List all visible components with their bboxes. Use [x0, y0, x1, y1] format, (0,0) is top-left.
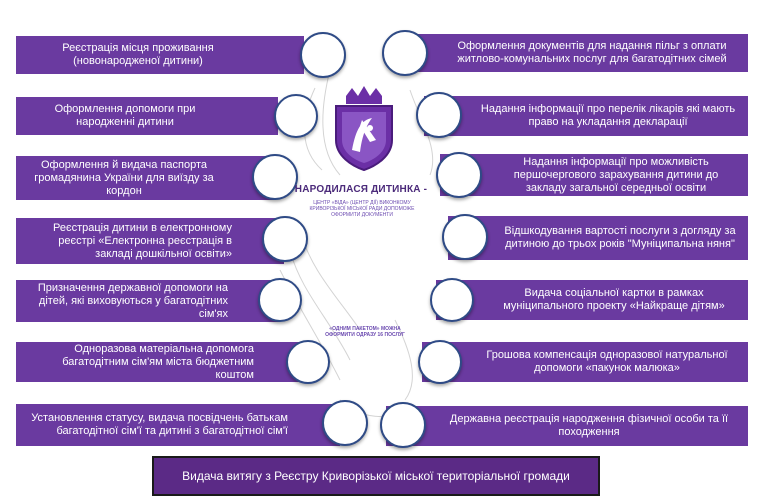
right-item-2-bullet — [416, 92, 462, 138]
right-item-5-text: Видача соціальної картки в рамках муніци… — [503, 287, 725, 312]
bottom-item-text: Видача витягу з Реєстру Криворізької міс… — [182, 469, 570, 483]
left-item-1-bullet — [300, 32, 346, 78]
center-subtitle: центр «ВіДа» (центр Дії) виконкому Криво… — [309, 200, 415, 218]
left-item-1-text: Реєстрація місця проживання (новонародже… — [62, 42, 214, 67]
right-item-4-text: Відшкодування вартості послуги з догляду… — [504, 225, 736, 250]
right-item-7-bullet — [380, 402, 426, 448]
right-item-7-text: Державна реєстрація народження фізичної … — [449, 413, 729, 438]
left-item-6-text: Одноразова матеріальна допомога багатоді… — [62, 342, 254, 381]
right-item-6-text: Грошова компенсація одноразової натураль… — [486, 349, 728, 374]
right-item-6-bullet — [418, 340, 462, 384]
right-item-1-text: Оформлення документів для надання пільг … — [457, 40, 727, 65]
right-item-1-bullet — [382, 30, 428, 76]
coat-of-arms-icon — [335, 86, 393, 172]
left-item-3: Оформлення й видача паспорта громадянина… — [16, 156, 276, 200]
right-item-2: Надання інформації про перелік лікарів я… — [424, 96, 748, 136]
center-footer: «Одним пакетом» можна оформити одразу 16… — [325, 326, 405, 338]
left-item-1: Реєстрація місця проживання (новонародже… — [16, 36, 304, 74]
right-item-3-text: Надання інформації про можливість першоч… — [513, 155, 719, 194]
left-item-3-text: Оформлення й видача паспорта громадянина… — [34, 158, 214, 197]
right-item-2-text: Надання інформації про перелік лікарів я… — [480, 103, 736, 128]
left-item-5-text: Призначення державної допомоги на дітей,… — [37, 281, 228, 320]
left-item-5-bullet — [258, 278, 302, 322]
right-item-4: Відшкодування вартості послуги з догляду… — [448, 216, 748, 260]
left-item-7-bullet — [322, 400, 368, 446]
center-title: НАРОДИЛАСЯ ДИТИНКА - — [294, 184, 428, 195]
left-item-4-bullet — [262, 216, 308, 262]
left-item-4-text: Реєстрація дитини в електронному реєстрі… — [53, 221, 232, 260]
left-item-7: Установлення статусу, видача посвідчень … — [16, 404, 340, 446]
left-item-4: Реєстрація дитини в електронному реєстрі… — [16, 218, 284, 264]
left-item-2-text: Оформлення допомоги при народженні дитин… — [54, 103, 196, 128]
left-item-2-bullet — [274, 94, 318, 138]
right-item-4-bullet — [442, 214, 488, 260]
left-item-2: Оформлення допомоги при народженні дитин… — [16, 97, 278, 135]
left-item-7-text: Установлення статусу, видача посвідчень … — [31, 412, 288, 437]
right-item-3-bullet — [436, 152, 482, 198]
left-item-5: Призначення державної допомоги на дітей,… — [16, 280, 280, 322]
left-item-6: Одноразова матеріальна допомога багатоді… — [16, 342, 306, 382]
right-item-5-bullet — [430, 278, 474, 322]
bottom-item: Видача витягу з Реєстру Криворізької міс… — [152, 456, 600, 496]
left-item-6-bullet — [286, 340, 330, 384]
right-item-3: Надання інформації про можливість першоч… — [440, 154, 748, 196]
right-item-5: Видача соціальної картки в рамках муніци… — [436, 280, 748, 320]
left-item-3-bullet — [252, 154, 298, 200]
right-item-1: Оформлення документів для надання пільг … — [392, 34, 748, 72]
right-item-7: Державна реєстрація народження фізичної … — [386, 406, 748, 446]
right-item-6: Грошова компенсація одноразової натураль… — [422, 342, 748, 382]
